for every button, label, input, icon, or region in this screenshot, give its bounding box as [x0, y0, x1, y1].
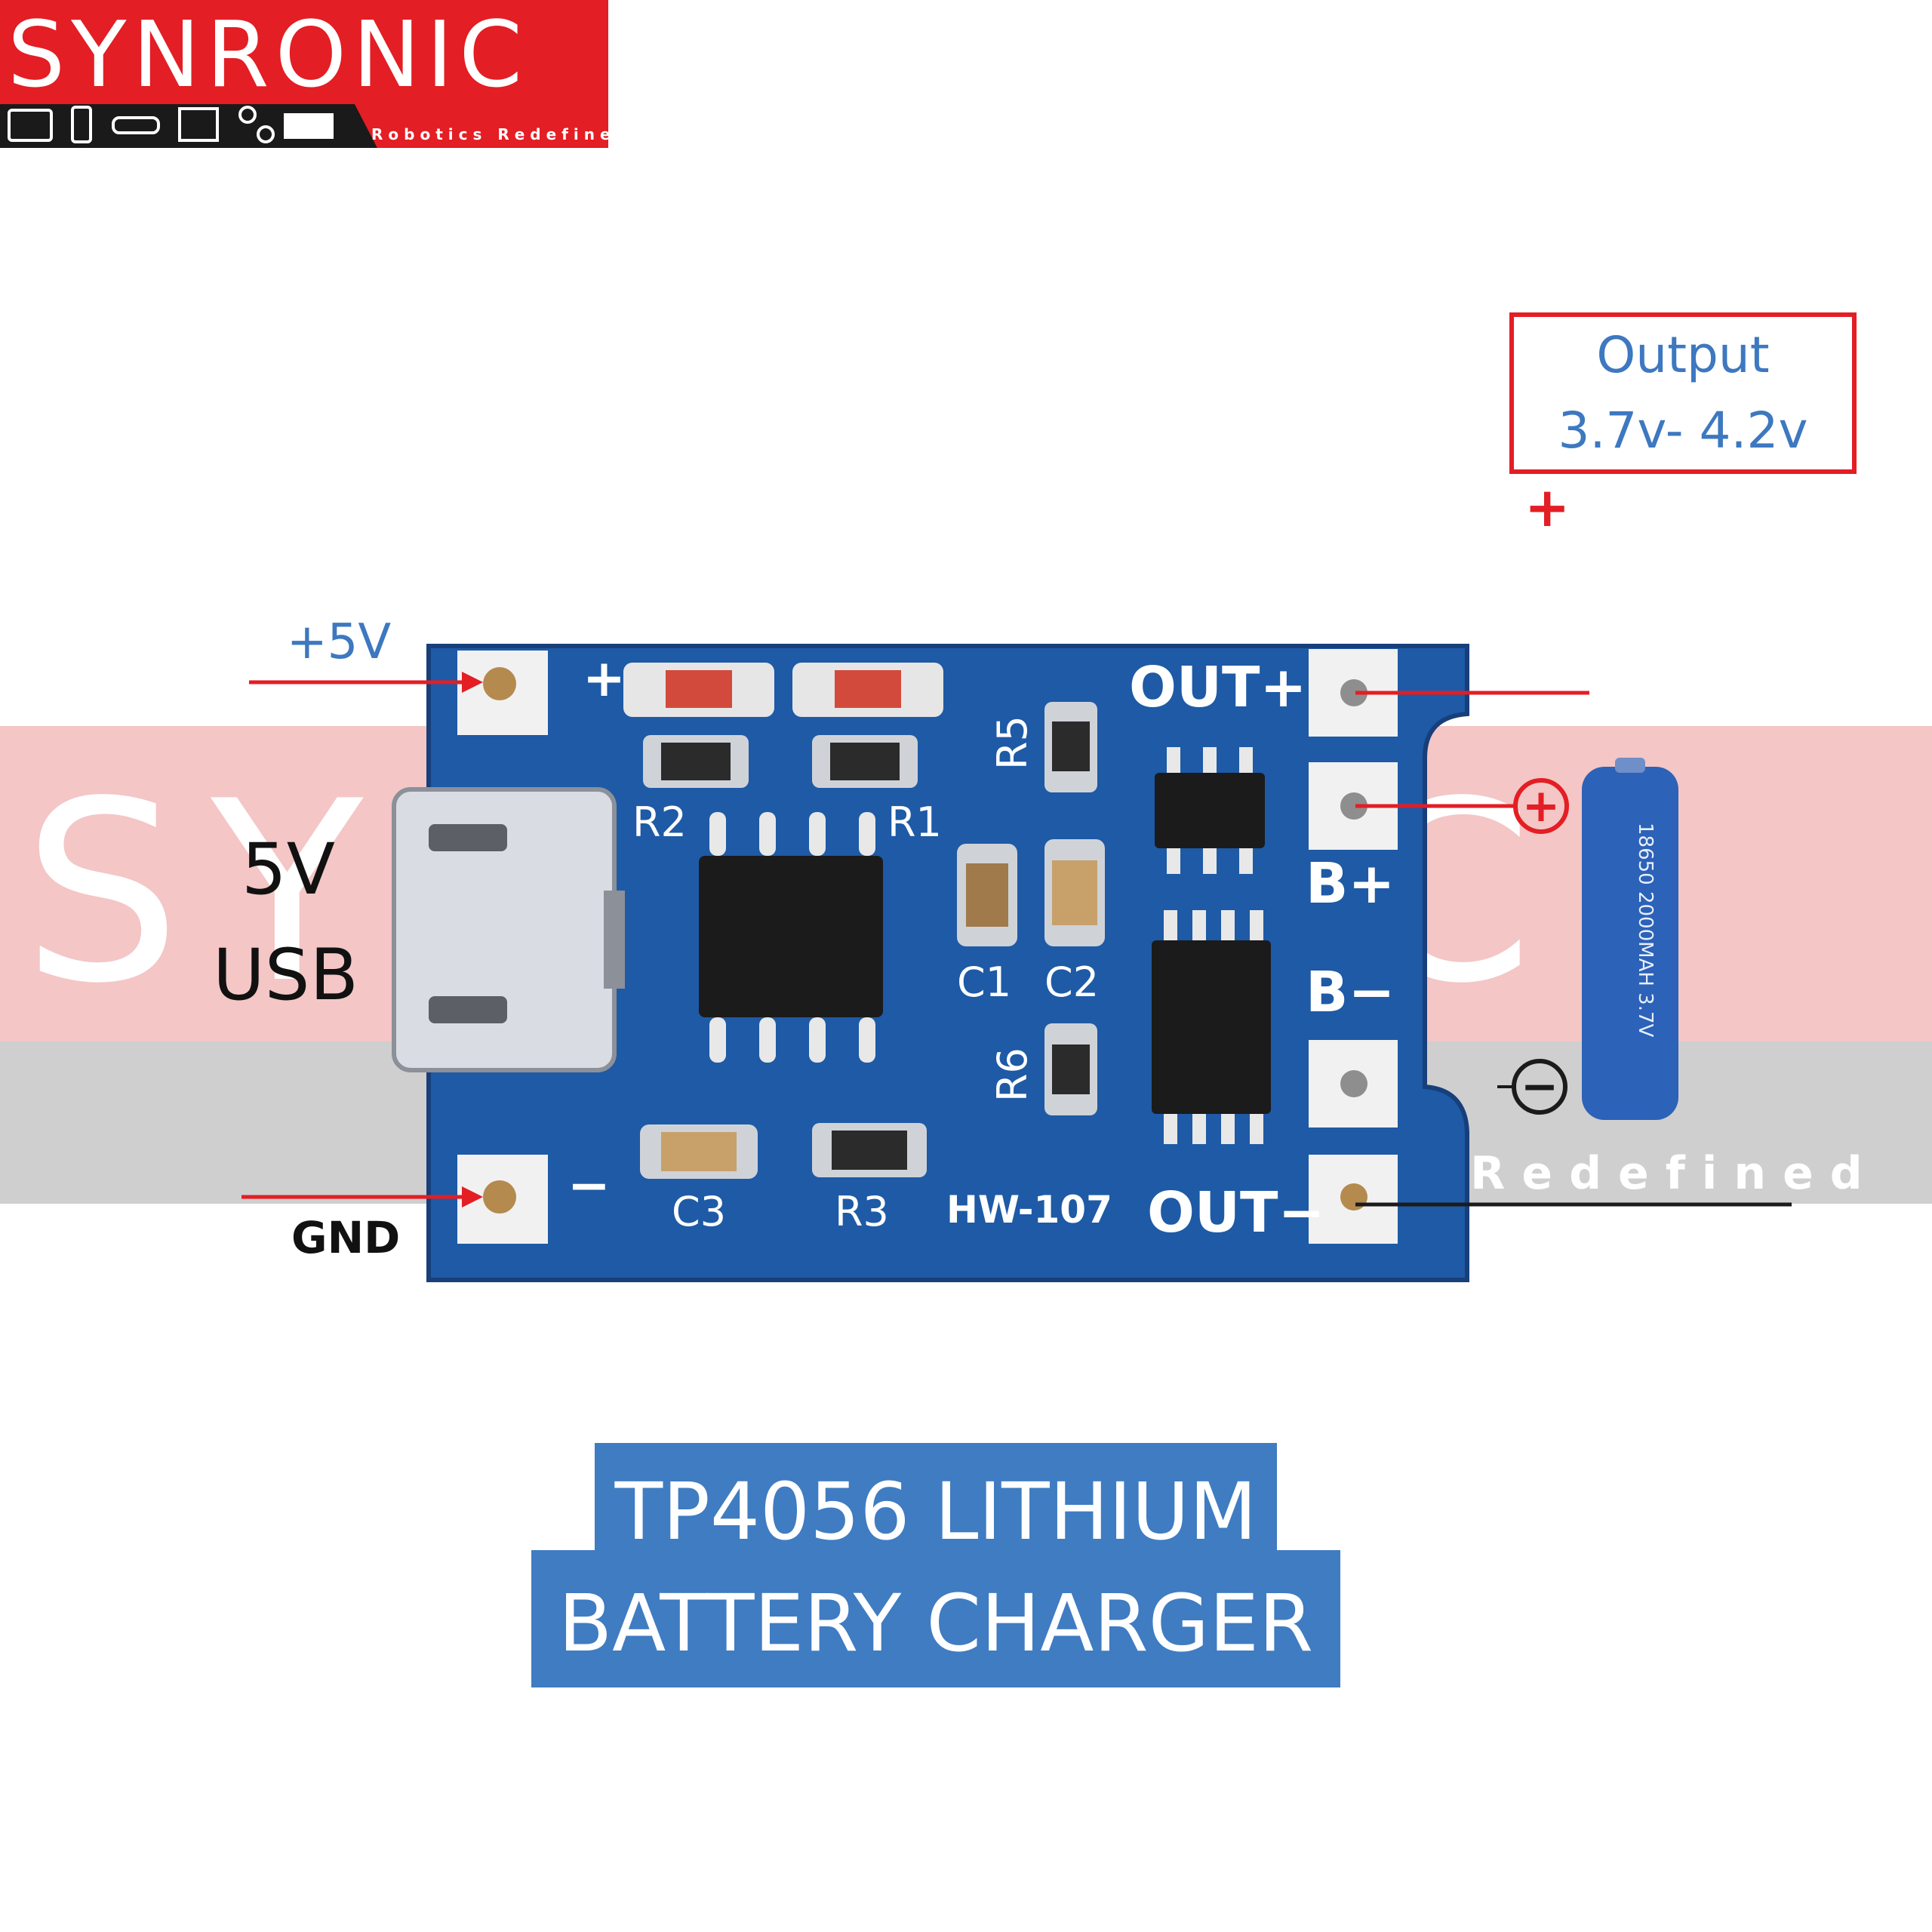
battery-print: 18650 2000MAH 3.7V [1634, 823, 1657, 1038]
brand-tagline: Robotics Redefined [371, 125, 632, 143]
silk-r3: R3 [835, 1188, 889, 1235]
svg-text:−: − [1521, 1060, 1558, 1113]
arduino-board-icon [8, 109, 53, 142]
battery-positive-marker [1513, 778, 1569, 834]
output-title: Output [1596, 326, 1770, 384]
3d-printer-icon [178, 107, 219, 142]
silk-c3: C3 [672, 1188, 726, 1235]
module-board-icon [284, 113, 334, 139]
title-banner-bottom [531, 1550, 1340, 1687]
svg-text:+: + [1522, 780, 1560, 832]
silk-r5: R5 [989, 715, 1036, 770]
output-positive-marker: + [1524, 475, 1571, 539]
arrow-head-ground [462, 1186, 483, 1208]
silk-r6: R6 [989, 1048, 1036, 1102]
battery-18650 [1582, 767, 1678, 1120]
title-line-2: BATTERY CHARGER [558, 1577, 1314, 1669]
brand-icon-strip [0, 104, 608, 148]
silk-out-plus: OUT+ [1129, 655, 1306, 720]
brand-name: SYNRONIC [8, 3, 529, 108]
silk-out-minus: OUT− [1147, 1180, 1324, 1245]
drone-icon [238, 106, 257, 124]
silk-in-plus: + [583, 649, 626, 709]
title-line-1: TP4056 LITHIUM [614, 1466, 1257, 1558]
output-range: 3.7v- 4.2v [1558, 401, 1808, 460]
label-usb: USB [213, 934, 358, 1017]
protection-mosfet [1155, 773, 1265, 848]
silk-c1: C1 [957, 958, 1011, 1006]
silk-in-minus: − [568, 1156, 611, 1216]
silk-model: HW-107 [946, 1188, 1112, 1232]
silk-r2: R2 [632, 798, 687, 846]
silk-r1: R1 [888, 798, 942, 846]
title-banner-top [595, 1443, 1277, 1552]
arrow-head-positive [462, 672, 483, 693]
silk-b-minus: B− [1306, 960, 1395, 1025]
tp4056-ic [699, 856, 883, 1017]
label-usb-voltage: 5V [242, 829, 336, 911]
capacitor-icon [71, 106, 92, 143]
silk-c2: C2 [1044, 958, 1099, 1006]
protection-ic [1152, 940, 1271, 1114]
resistor-icon [112, 116, 160, 134]
label-ground: GND [291, 1212, 401, 1263]
output-callout-box [1509, 312, 1857, 474]
label-input-positive: +5V [287, 614, 392, 670]
battery-negative-marker [1512, 1059, 1567, 1115]
silk-b-plus: B+ [1306, 851, 1395, 916]
